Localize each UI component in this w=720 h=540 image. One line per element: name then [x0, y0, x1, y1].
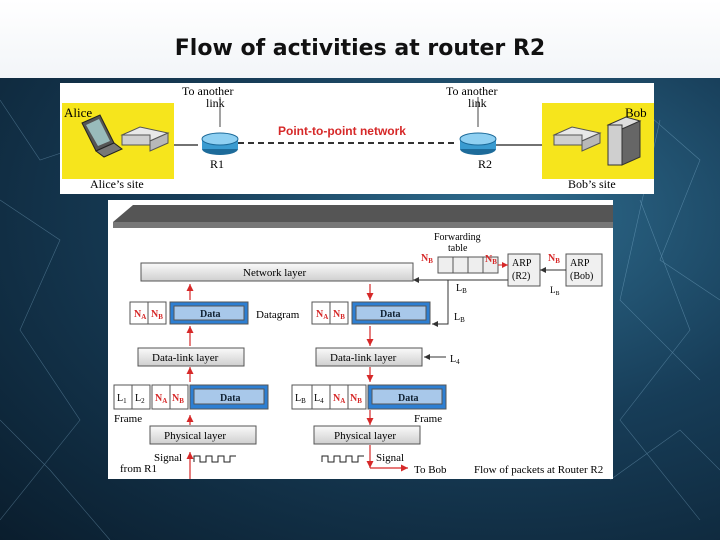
- svg-text:NB: NB: [172, 393, 184, 405]
- svg-text:Data: Data: [398, 393, 419, 404]
- arp-r2-label-2: (R2): [512, 271, 530, 282]
- forwarding-table-label-2: table: [448, 243, 468, 254]
- figure-caption: Flow of packets at Router R2: [474, 464, 603, 476]
- svg-text:NB: NB: [333, 309, 345, 321]
- router-flow-diagram: Forwarding table NB NB Network layer ARP…: [108, 200, 613, 479]
- frame-left-label: Frame: [114, 413, 142, 425]
- svg-text:NA: NA: [316, 309, 328, 321]
- arp-bob-label-2: (Bob): [570, 271, 593, 282]
- svg-text:L2: L2: [135, 393, 145, 405]
- svg-text:Data: Data: [380, 309, 401, 320]
- datagram-label: Datagram: [256, 309, 300, 321]
- from-r1-label: from R1: [120, 463, 157, 475]
- physical-layer-right: [313, 425, 421, 445]
- bob-label: Bob: [625, 105, 647, 120]
- svg-text:NA: NA: [155, 393, 167, 405]
- svg-text:L4: L4: [314, 393, 324, 405]
- switch-icon: [552, 126, 602, 152]
- nb-output-label: NB: [485, 254, 497, 266]
- arp-lb-small-label: LB: [550, 285, 560, 297]
- network-topology-diagram: Alice Alice’s site To another link R1 Po…: [60, 83, 654, 194]
- signal-wave-left: [193, 455, 236, 463]
- svg-text:Physical layer: Physical layer: [164, 430, 226, 442]
- link-right-line1: To another: [446, 84, 497, 98]
- arp-r2-box: [507, 253, 541, 287]
- svg-text:NA: NA: [134, 309, 146, 321]
- frame-right: LB L4 NA NB Data: [291, 384, 447, 410]
- laptop-icon: [81, 114, 123, 158]
- bob-site-label: Bob’s site: [568, 177, 616, 191]
- svg-text:NA: NA: [333, 393, 345, 405]
- svg-text:LB: LB: [295, 393, 306, 405]
- link-right-line2: link: [468, 96, 487, 110]
- lb-label-2: LB: [454, 312, 465, 324]
- datalink-layer-left: [137, 347, 245, 367]
- frame-right-label: Frame: [414, 413, 442, 425]
- network-label: Point-to-point network: [278, 124, 406, 138]
- arp-r2-label-1: ARP: [512, 258, 532, 269]
- arp-bob-label-1: ARP: [570, 258, 590, 269]
- svg-text:Physical layer: Physical layer: [334, 430, 396, 442]
- r2-label: R2: [478, 157, 492, 171]
- datagram-right: NA NB Data: [311, 301, 431, 325]
- title-bar: [0, 0, 720, 78]
- signal-wave-right: [321, 455, 364, 463]
- arp-bob-box: [565, 253, 603, 287]
- to-bob-label: To Bob: [414, 464, 447, 476]
- alice-label: Alice: [64, 105, 92, 120]
- alice-site-label: Alice’s site: [90, 177, 144, 191]
- svg-text:NB: NB: [151, 309, 163, 321]
- router-icon: [459, 132, 497, 155]
- frame-left: L1 L2 NA NB Data: [113, 384, 269, 410]
- svg-text:Data-link layer: Data-link layer: [152, 352, 219, 364]
- forwarding-table: [437, 256, 499, 274]
- switch-icon: [120, 126, 170, 152]
- svg-text:L1: L1: [117, 393, 127, 405]
- forwarding-table-label-1: Forwarding: [434, 232, 481, 243]
- datagram-left: NA NB Data: [129, 301, 249, 325]
- svg-text:NB: NB: [350, 393, 362, 405]
- network-layer-label: Network layer: [243, 267, 307, 279]
- network-layer-box: [140, 262, 414, 282]
- r1-label: R1: [210, 157, 224, 171]
- link-left-line2: link: [206, 96, 225, 110]
- server-icon: [606, 116, 642, 166]
- signal-right-label: Signal: [376, 452, 404, 464]
- signal-left-label: Signal: [154, 452, 182, 464]
- arp-nb-label: NB: [548, 253, 560, 265]
- datalink-layer-right: [315, 347, 423, 367]
- slide-title: Flow of activities at router R2: [174, 36, 546, 61]
- l4-label: L4: [450, 354, 460, 366]
- router-icon: [201, 132, 239, 155]
- lb-label-1: LB: [456, 283, 467, 295]
- svg-text:Data: Data: [200, 309, 221, 320]
- physical-layer-left: [149, 425, 257, 445]
- svg-text:Data-link layer: Data-link layer: [330, 352, 397, 364]
- link-left-line1: To another: [182, 84, 233, 98]
- nb-input-label: NB: [421, 253, 433, 265]
- svg-text:Data: Data: [220, 393, 241, 404]
